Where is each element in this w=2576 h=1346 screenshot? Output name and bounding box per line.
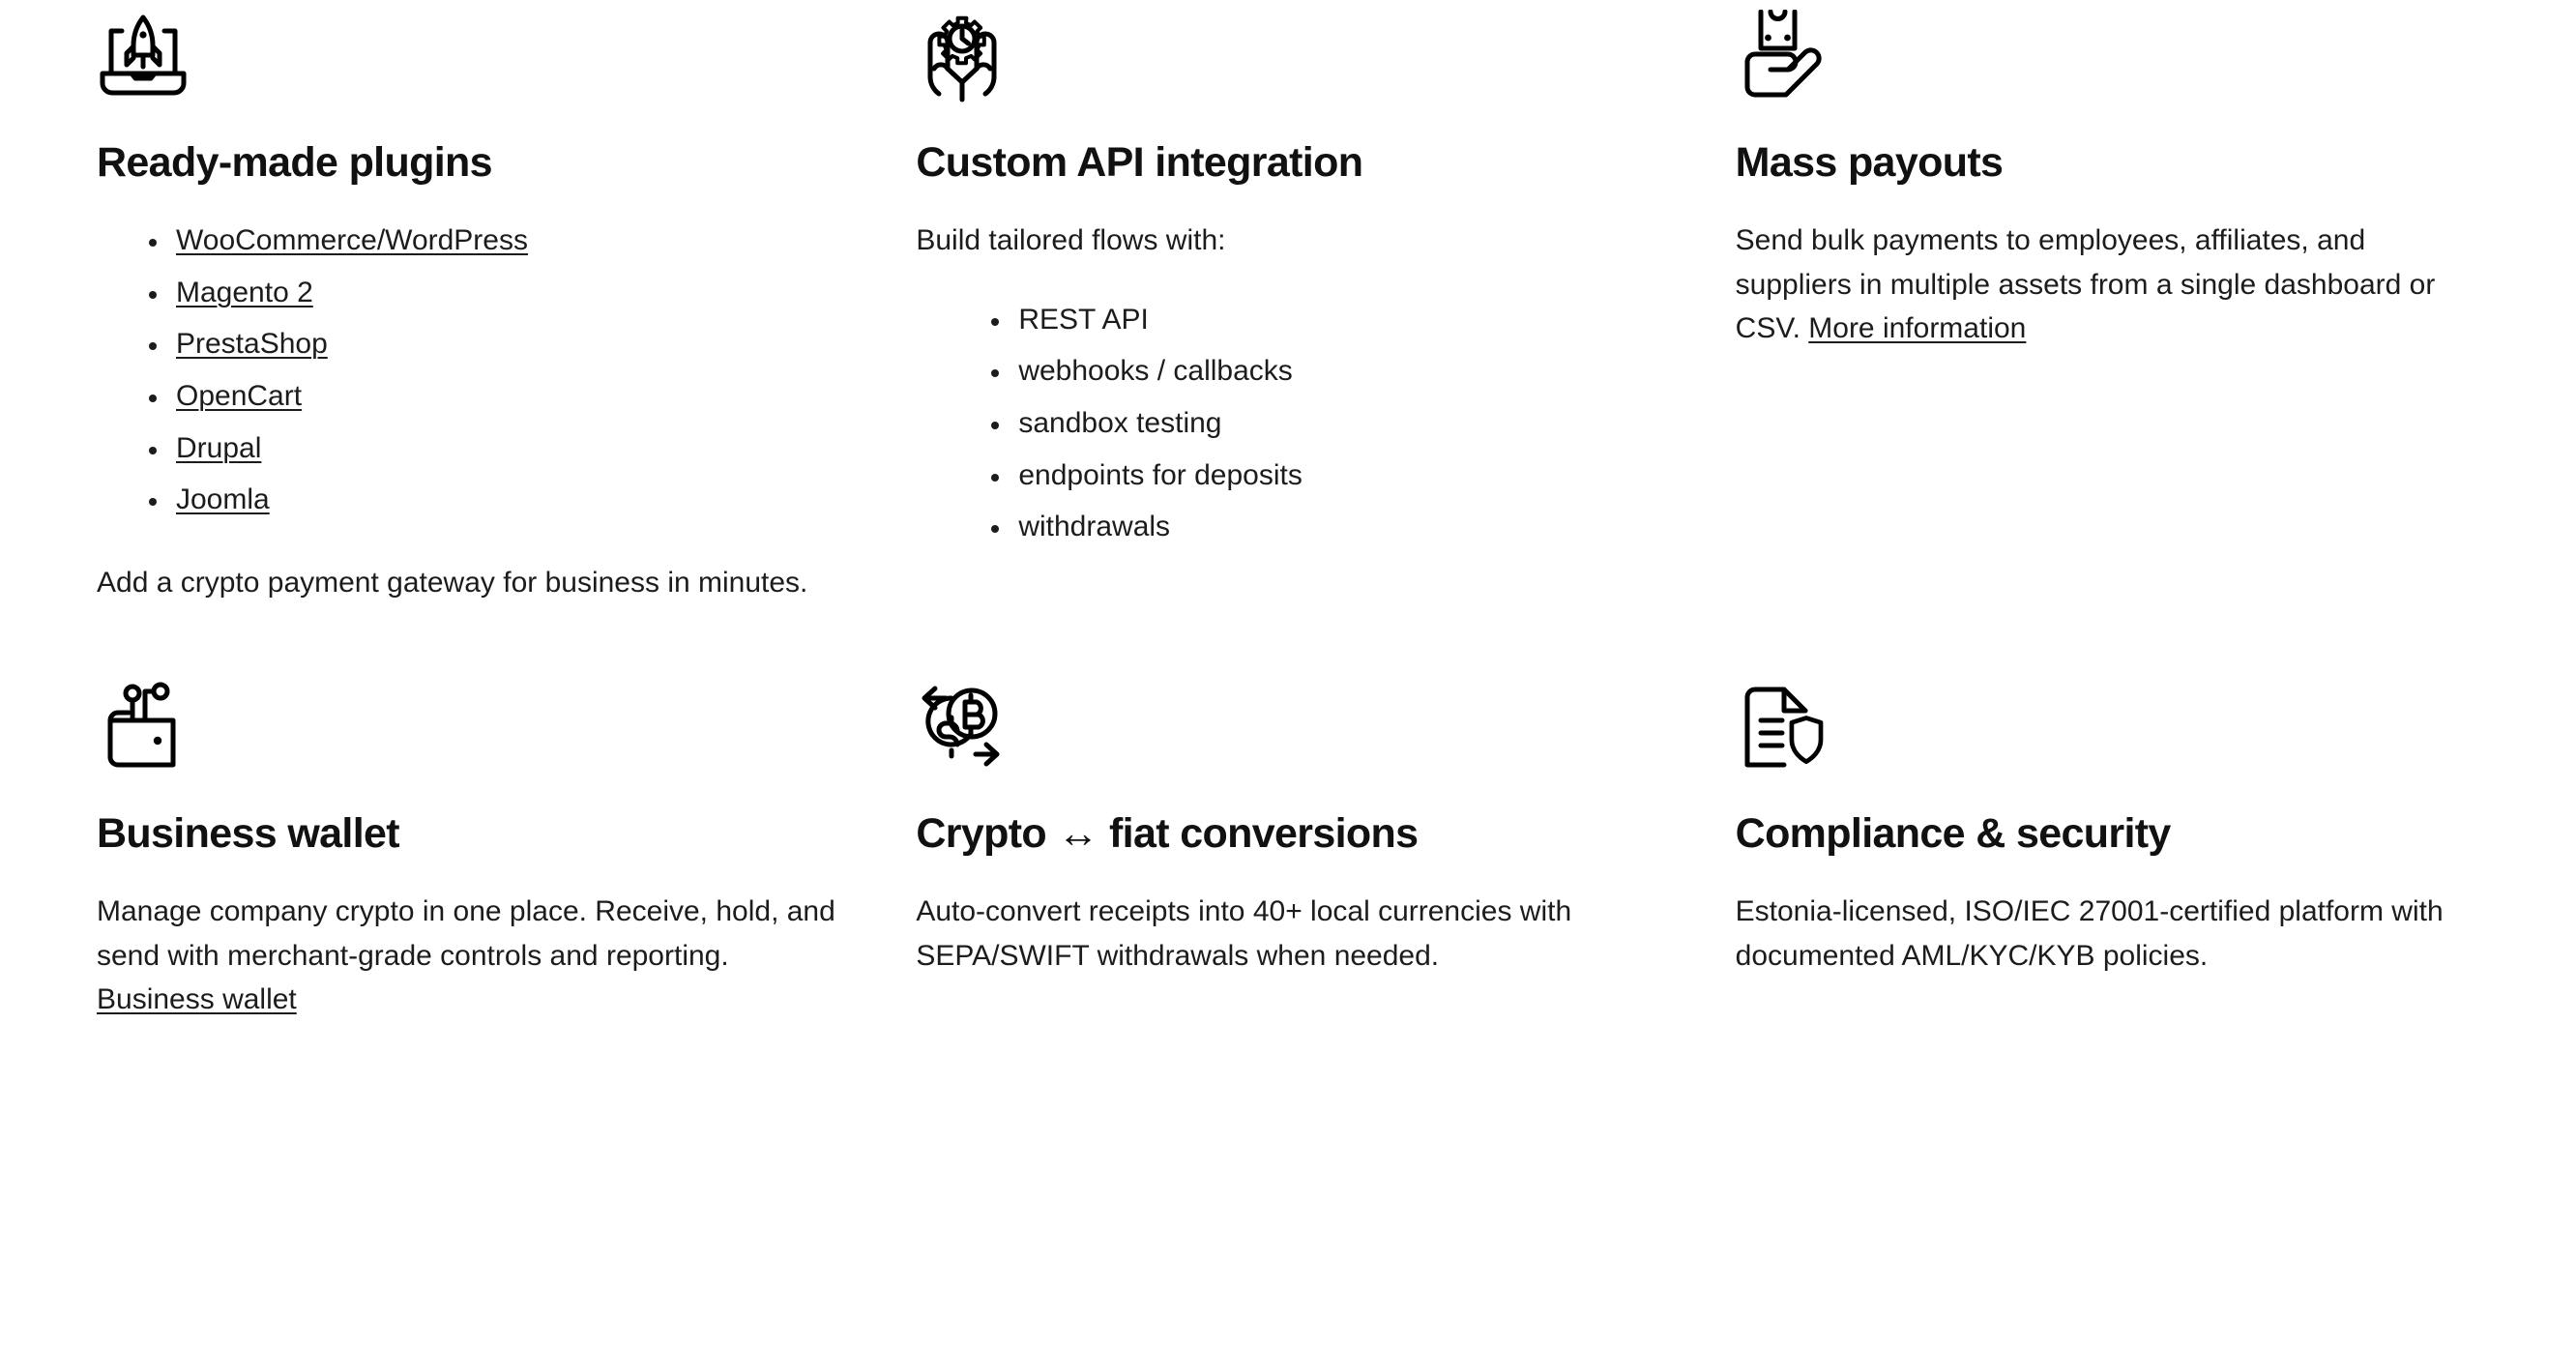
card-body: Manage company crypto in one place. Rece… — [97, 890, 840, 1022]
card-body: Estonia-licensed, ISO/IEC 27001-certifie… — [1735, 895, 2444, 972]
feature-card-mass-payouts: Mass payouts Send bulk payments to emplo… — [1736, 0, 2479, 673]
card-body: Auto-convert receipts into 40+ local cur… — [916, 895, 1572, 972]
card-intro: Build tailored flows with: — [916, 224, 1226, 257]
link-prestashop[interactable]: PrestaShop — [176, 328, 328, 361]
card-body-text: Manage company crypto in one place. Rece… — [97, 895, 835, 972]
card-title: Compliance & security — [1735, 810, 2172, 857]
list-item: Magento 2 — [149, 271, 840, 315]
list-item: WooCommerce/WordPress — [149, 219, 840, 263]
list-item: OpenCart — [149, 374, 840, 419]
document-shield-icon — [1736, 681, 1829, 774]
crypto-fiat-exchange-icon — [916, 681, 1009, 774]
link-joomla[interactable]: Joomla — [176, 483, 270, 516]
feature-card-business-wallet: Business wallet Manage company crypto in… — [97, 673, 840, 1346]
list-item: endpoints for deposits — [991, 454, 1659, 498]
card-title: Crypto ↔ fiat conversions — [916, 810, 1419, 857]
link-business-wallet[interactable]: Business wallet — [97, 983, 297, 1016]
card-body-text: Send bulk payments to employees, affilia… — [1735, 224, 2436, 345]
rocket-laptop-icon — [97, 10, 190, 102]
card-title: Mass payouts — [1735, 139, 2004, 186]
list-item: PrestaShop — [149, 322, 840, 366]
link-magento-2[interactable]: Magento 2 — [176, 276, 313, 308]
card-body: Add a crypto payment gateway for busines… — [97, 566, 808, 599]
link-drupal[interactable]: Drupal — [176, 431, 262, 464]
list-item: webhooks / callbacks — [991, 349, 1659, 394]
card-title: Custom API integration — [916, 139, 1363, 186]
card-title: Ready-made plugins — [97, 139, 493, 186]
feature-card-compliance-security: Compliance & security Estonia-licensed, … — [1736, 673, 2479, 1346]
list-item: Joomla — [149, 478, 840, 522]
feature-card-custom-api-integration: Custom API integration Build tailored fl… — [916, 0, 1659, 673]
hand-banknote-icon — [1736, 10, 1829, 102]
list-item: Drupal — [149, 426, 840, 471]
feature-card-ready-made-plugins: Ready-made plugins WooCommerce/WordPress… — [97, 0, 840, 673]
link-opencart[interactable]: OpenCart — [176, 379, 303, 412]
link-more-information[interactable]: More information — [1808, 312, 2027, 345]
link-woocommerce-wordpress[interactable]: WooCommerce/WordPress — [176, 224, 528, 257]
plugin-link-list: WooCommerce/WordPress Magento 2 PrestaSh… — [149, 219, 840, 522]
card-title: Business wallet — [97, 810, 400, 857]
feature-card-crypto-fiat-conversions: Crypto ↔ fiat conversions Auto-convert r… — [916, 673, 1659, 1346]
wallet-nodes-icon — [97, 681, 190, 774]
card-body: Send bulk payments to employees, affilia… — [1736, 219, 2479, 351]
list-item: withdrawals — [991, 505, 1659, 549]
list-item: REST API — [991, 298, 1659, 342]
api-capability-list: REST API webhooks / callbacks sandbox te… — [991, 298, 1659, 549]
hands-gear-clock-icon — [916, 10, 1009, 102]
list-item: sandbox testing — [991, 401, 1659, 446]
